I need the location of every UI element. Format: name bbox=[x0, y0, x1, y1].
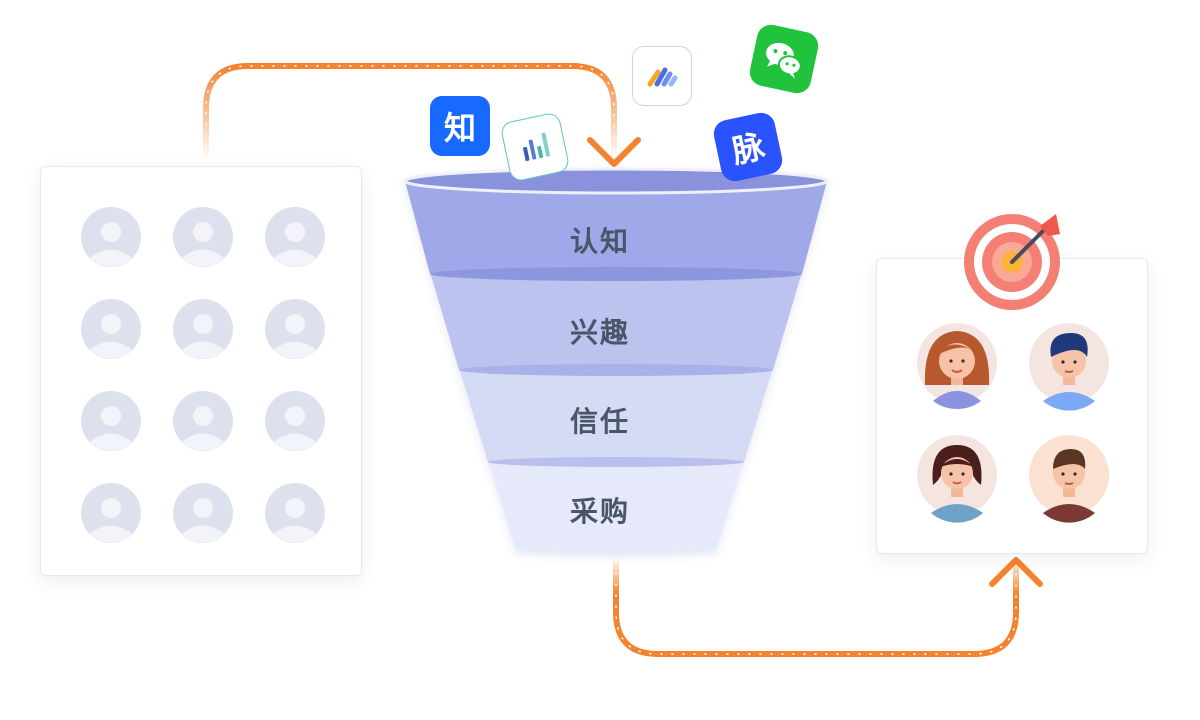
wechat-icon bbox=[747, 22, 821, 96]
funnel-stage-3-shape bbox=[459, 368, 773, 462]
customer-avatar-1 bbox=[917, 323, 997, 409]
top-arrowhead bbox=[587, 137, 641, 167]
prospect-avatar-placeholder bbox=[81, 391, 141, 451]
prospect-avatar-placeholder bbox=[265, 299, 325, 359]
bottom-arrowhead bbox=[989, 557, 1043, 587]
customer-avatar-3 bbox=[917, 435, 997, 523]
customer-grid bbox=[917, 323, 1109, 523]
prospect-avatar-placeholder bbox=[81, 299, 141, 359]
funnel-stage-4-shape bbox=[488, 460, 744, 553]
prospects-card bbox=[40, 166, 362, 576]
customer-avatar-4 bbox=[1029, 435, 1109, 523]
analytics-bars-icon bbox=[499, 111, 571, 183]
zhihu-glyph: 知 bbox=[443, 109, 476, 147]
prospect-avatar-placeholder bbox=[173, 483, 233, 543]
top-flow-arrow bbox=[203, 63, 617, 163]
prospect-avatar-placeholder bbox=[265, 207, 325, 267]
customer-avatar-2 bbox=[1029, 323, 1109, 411]
stage-label-purchase: 采购 bbox=[569, 495, 630, 528]
prospect-avatar-placeholder bbox=[81, 207, 141, 267]
prospect-grid bbox=[81, 207, 325, 543]
dart-flight bbox=[1040, 214, 1060, 236]
prospect-avatar-placeholder bbox=[173, 299, 233, 359]
stage-label-interest: 兴趣 bbox=[569, 316, 630, 349]
prospect-avatar-placeholder bbox=[173, 391, 233, 451]
funnel-stage-1-shape bbox=[405, 181, 827, 274]
prospect-avatar-placeholder bbox=[173, 207, 233, 267]
dart-shaft bbox=[1010, 226, 1048, 264]
prospect-avatar-placeholder bbox=[265, 391, 325, 451]
zhihu-icon: 知 bbox=[430, 96, 490, 156]
prospect-avatar-placeholder bbox=[265, 483, 325, 543]
stage-label-trust: 信任 bbox=[569, 405, 630, 438]
funnel-stage-2-shape bbox=[430, 272, 802, 370]
prospect-avatar-placeholder bbox=[81, 483, 141, 543]
stripes-logo-icon bbox=[632, 46, 692, 106]
stage-label-awareness: 认知 bbox=[569, 225, 630, 258]
